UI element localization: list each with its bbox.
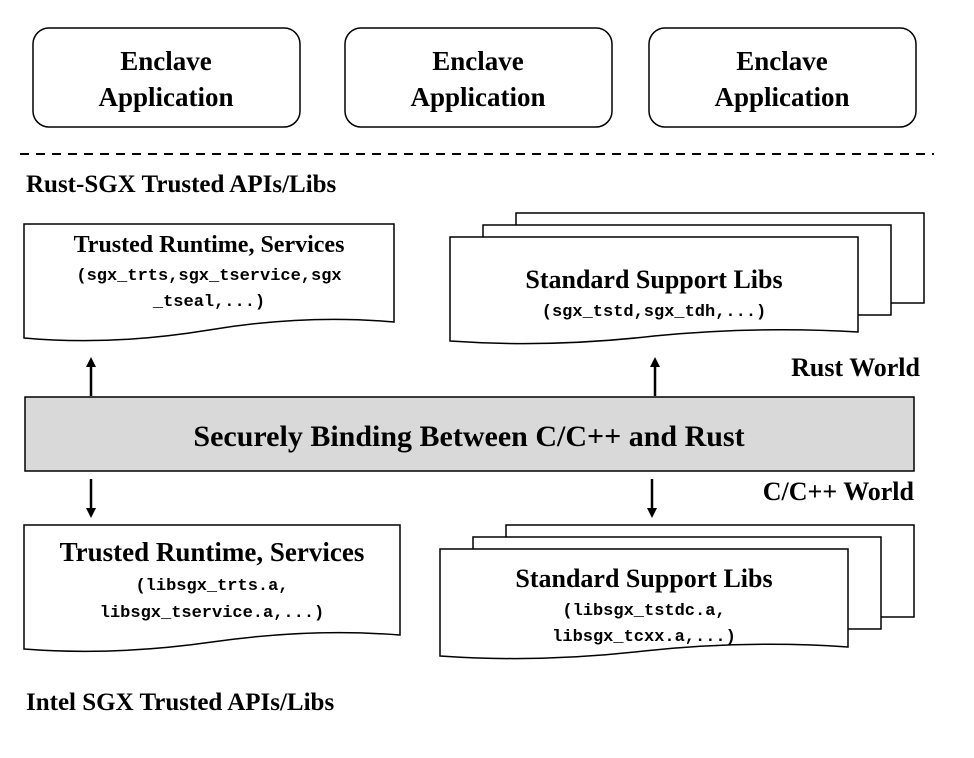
- intel-std-detail-line2: libsgx_tcxx.a,...): [552, 628, 736, 647]
- enclave-app-box-3: Enclave Application: [648, 27, 917, 128]
- intel-runtime-detail-line1: (libsgx_trts.a,: [135, 577, 288, 596]
- intel-std-detail-line1: (libsgx_tstdc.a,: [562, 602, 725, 621]
- enclave-app-box-1: Enclave Application: [32, 27, 301, 128]
- enclave-app-label-line2: Application: [714, 82, 849, 112]
- binding-bar: Securely Binding Between C/C++ and Rust: [24, 396, 915, 472]
- intel-runtime-document: Trusted Runtime, Services (libsgx_trts.a…: [23, 524, 401, 653]
- rust-runtime-title: Trusted Runtime, Services: [74, 232, 345, 258]
- rust-std-document-stack: Standard Support Libs (sgx_tstd,sgx_tdh,…: [449, 212, 925, 345]
- rust-runtime-document: Trusted Runtime, Services (sgx_trts,sgx_…: [23, 223, 395, 342]
- c-world-label: C/C++ World: [763, 477, 915, 506]
- intel-runtime-title: Trusted Runtime, Services: [60, 537, 365, 567]
- enclave-app-label-line2: Application: [98, 82, 233, 112]
- intel-section-title: Intel SGX Trusted APIs/Libs: [26, 689, 334, 716]
- enclave-app-label-line1: Enclave: [736, 46, 828, 76]
- enclave-app-label-line1: Enclave: [432, 46, 524, 76]
- intel-std-title: Standard Support Libs: [515, 564, 772, 593]
- rust-runtime-detail-line2: _tseal,...): [152, 293, 265, 312]
- rust-world-label: Rust World: [791, 353, 920, 382]
- enclave-app-label-line2: Application: [410, 82, 545, 112]
- intel-runtime-detail-line2: libsgx_tservice.a,...): [100, 604, 324, 623]
- intel-std-document-stack: Standard Support Libs (libsgx_tstdc.a, l…: [439, 524, 915, 660]
- rust-std-detail-line1: (sgx_tstd,sgx_tdh,...): [542, 303, 766, 322]
- binding-label: Securely Binding Between C/C++ and Rust: [193, 420, 744, 453]
- enclave-app-box-2: Enclave Application: [344, 27, 613, 128]
- enclave-app-label-line1: Enclave: [120, 46, 212, 76]
- rust-std-title: Standard Support Libs: [525, 265, 782, 294]
- rust-section-title: Rust-SGX Trusted APIs/Libs: [26, 171, 337, 198]
- rust-runtime-detail-line1: (sgx_trts,sgx_tservice,sgx: [76, 267, 341, 286]
